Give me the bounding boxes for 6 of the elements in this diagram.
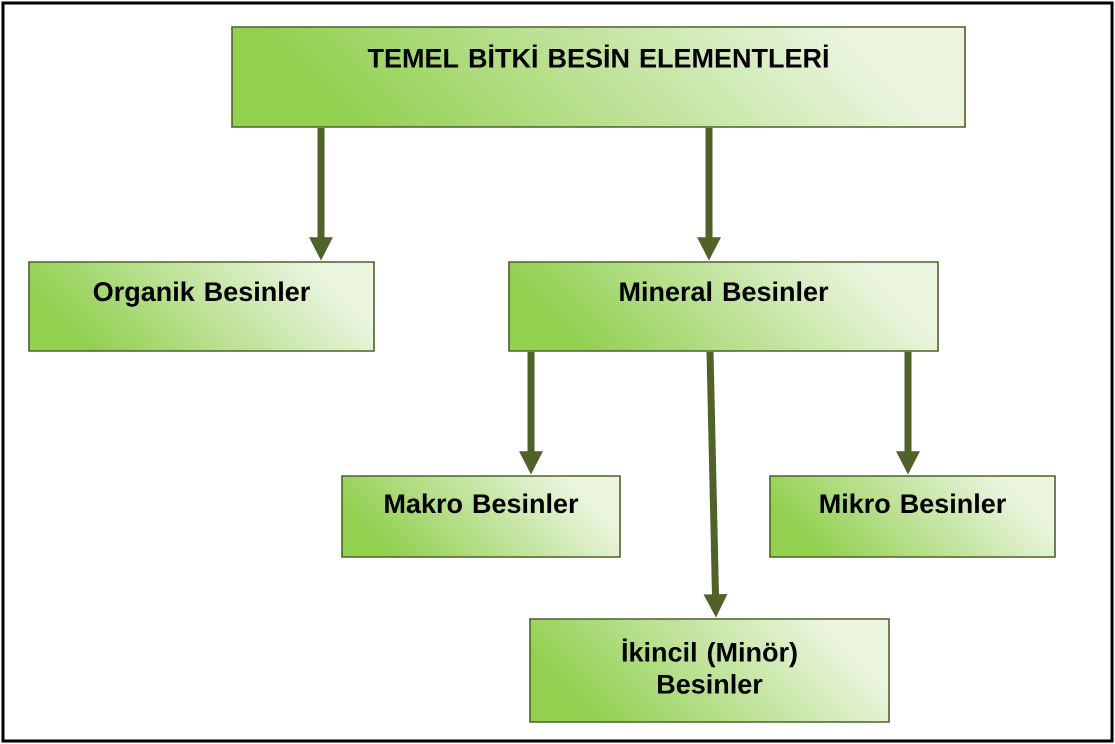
process-box: Mineral Besinler [508, 261, 939, 352]
process-box: Makro Besinler [341, 475, 621, 558]
process-box: Mikro Besinler [769, 475, 1056, 558]
process-box: İkincil (Minör) Besinler [529, 618, 890, 723]
process-box: Organik Besinler [28, 261, 375, 352]
process-box: TEMEL BİTKİ BESİN ELEMENTLERİ [231, 26, 966, 128]
